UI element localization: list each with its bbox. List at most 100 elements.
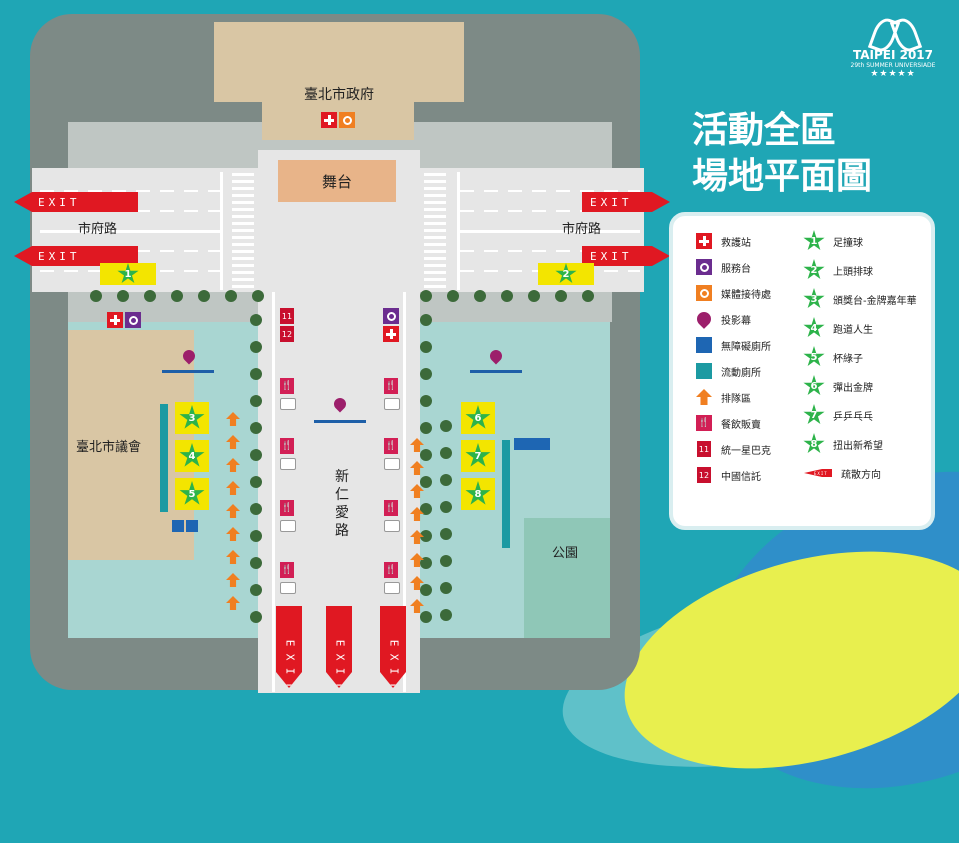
legend-label: 疏散方向 <box>841 469 881 481</box>
tree <box>420 476 432 488</box>
tree <box>252 290 264 302</box>
legend-item: 🍴 餐飲販賣 <box>695 414 761 432</box>
legend-item: 投影幕 <box>694 309 751 329</box>
mobile-toilet-icon <box>160 464 168 476</box>
screen-bar <box>470 370 522 373</box>
legend-item: EXIT 疏散方向 <box>803 464 881 482</box>
tree <box>440 555 452 567</box>
logo-stars: ★★★★★ <box>870 69 916 79</box>
tree <box>555 290 567 302</box>
tree <box>250 476 262 488</box>
stage: 舞台 <box>278 160 396 202</box>
booth-4: 4 <box>175 440 209 472</box>
star-icon: 2 <box>555 263 577 284</box>
legend-label: 媒體接待處 <box>721 289 771 301</box>
legend-item: 服務台 <box>695 258 751 276</box>
exit-arrow-right: EXIT <box>582 192 670 212</box>
food-stall-icon: 🍴 <box>384 500 398 516</box>
booth-2: 2 <box>538 263 594 285</box>
legend-label: 流動廁所 <box>721 367 761 379</box>
park-label: 公園 <box>552 546 579 561</box>
star-icon: 5 <box>179 481 205 505</box>
page-title: 活動全區 場地平面圖 <box>692 110 873 197</box>
tree <box>440 528 452 540</box>
tree <box>250 422 262 434</box>
tree <box>250 314 262 326</box>
accessible-toilet-icon <box>526 438 538 450</box>
legend-label: 無障礙廁所 <box>721 341 771 353</box>
evacuation-arrow-icon: EXIT <box>804 469 832 477</box>
tree <box>198 290 210 302</box>
mobile-toilet-icon <box>502 524 510 536</box>
tree <box>144 290 156 302</box>
legend-label: 中國信託 <box>721 471 761 483</box>
food-stall-icon: 🍴 <box>695 414 713 432</box>
tree <box>440 447 452 459</box>
road-label-right: 市府路 <box>562 222 602 237</box>
tree <box>582 290 594 302</box>
tree <box>250 395 262 407</box>
legend-label: 杯綠子 <box>833 353 863 365</box>
tree <box>440 501 452 513</box>
tree <box>528 290 540 302</box>
legend-label: 頒獎台-金牌嘉年華 <box>833 295 917 307</box>
star-icon: 1 <box>117 263 139 284</box>
food-stall-icon: 🍴 <box>280 500 294 516</box>
mobile-toilet-icon <box>160 416 168 428</box>
legend-label: 投影幕 <box>721 315 751 327</box>
booth-3: 3 <box>175 402 209 434</box>
logo-mark-icon <box>843 15 943 55</box>
legend-label: 排隊區 <box>721 393 751 405</box>
mobile-toilet-icon <box>160 404 168 416</box>
star-icon: 1 <box>803 230 825 251</box>
tree <box>171 290 183 302</box>
stage-label: 舞台 <box>321 172 352 191</box>
lane-marking <box>460 210 640 212</box>
food-stall-icon: 🍴 <box>280 562 294 578</box>
tree <box>90 290 102 302</box>
star-icon: 3 <box>179 405 205 429</box>
tree <box>474 290 486 302</box>
mobile-toilet-icon <box>160 500 168 512</box>
booth-stall <box>384 520 400 532</box>
screen-pin-icon <box>694 309 714 329</box>
park-area <box>524 518 610 638</box>
star-icon: 8 <box>465 481 491 505</box>
mobile-toilet-icon <box>502 512 510 524</box>
logo-subtitle: 29th SUMMER UNIVERSIADE <box>850 62 936 69</box>
exit-arrow-left: EXIT <box>14 246 138 266</box>
service-desk-icon <box>125 312 141 328</box>
tree <box>250 611 262 623</box>
queue-arrow-icon <box>695 388 713 406</box>
road-edge-line <box>403 292 406 692</box>
legend-label: 餐飲販賣 <box>721 419 761 431</box>
legend-label: 足撞球 <box>833 237 863 249</box>
tree <box>420 368 432 380</box>
logo-name: TAIPEI 2017 <box>852 48 934 62</box>
tree <box>501 290 513 302</box>
mobile-toilet-icon <box>502 440 510 452</box>
food-stall-icon: 🍴 <box>280 378 294 394</box>
tree <box>420 314 432 326</box>
accessible-toilet-icon <box>695 336 713 354</box>
council-label: 臺北市議會 <box>76 440 142 455</box>
tree <box>250 503 262 515</box>
tree <box>117 290 129 302</box>
booth-stall <box>280 458 296 470</box>
booth-stall <box>280 520 296 532</box>
stop-line <box>220 172 223 290</box>
star-icon: 6 <box>465 405 491 429</box>
star-icon: 7 <box>803 404 825 425</box>
service-desk-icon <box>383 308 399 324</box>
tree <box>420 611 432 623</box>
booth-stall <box>384 398 400 410</box>
exit-arrow-left: EXIT <box>14 192 138 212</box>
accessible-toilet-icon <box>172 520 184 532</box>
tree <box>440 582 452 594</box>
